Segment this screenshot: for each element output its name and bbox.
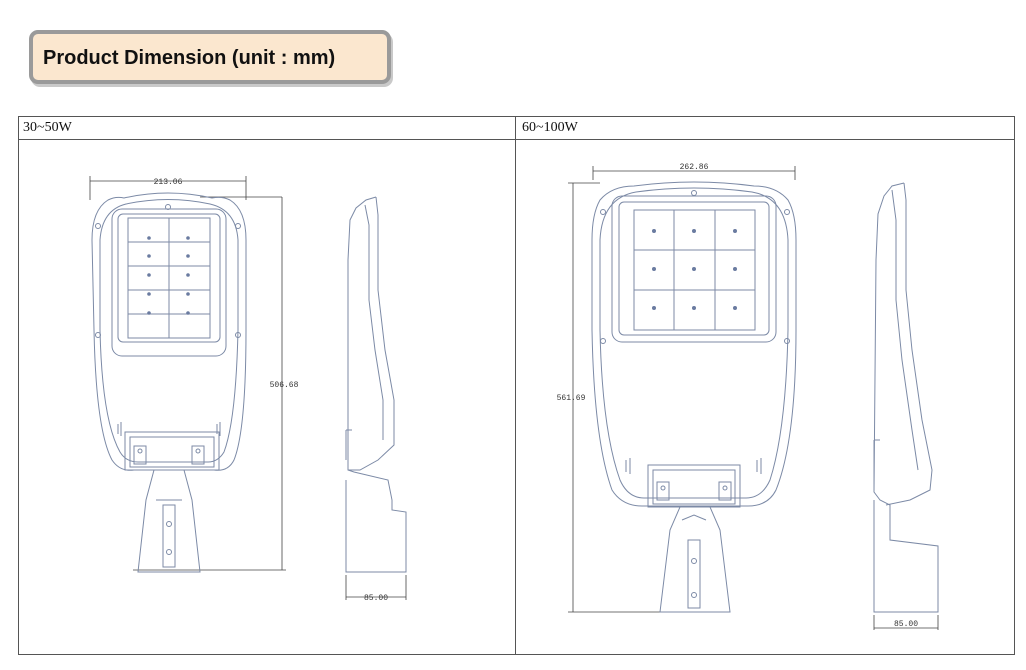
section-title-banner: Product Dimension (unit : mm) — [29, 30, 391, 84]
column-header-30-50w: 30~50W — [23, 120, 72, 135]
large-depth-dimension: 85.00 — [894, 620, 918, 629]
column-divider — [515, 117, 516, 654]
large-height-dimension: 561.69 — [557, 394, 586, 403]
small-lamp-front-view: 213.06 506.68 — [89, 176, 299, 573]
large-width-dimension: 262.86 — [680, 163, 709, 172]
header-divider — [19, 139, 1014, 140]
large-lamp-front-view: 262.86 561.69 — [557, 163, 797, 613]
small-depth-dimension: 85.00 — [364, 594, 388, 603]
dimension-table: 30~50W 60~100W — [18, 116, 1015, 655]
column-header-60-100w: 60~100W — [522, 120, 578, 135]
section-title: Product Dimension (unit : mm) — [43, 47, 336, 69]
small-width-dimension: 213.06 — [154, 178, 183, 187]
small-lamp-side-view: 85.00 — [345, 196, 407, 603]
large-lamp-side-view: 85.00 — [873, 182, 939, 630]
small-height-dimension: 506.68 — [270, 381, 299, 390]
